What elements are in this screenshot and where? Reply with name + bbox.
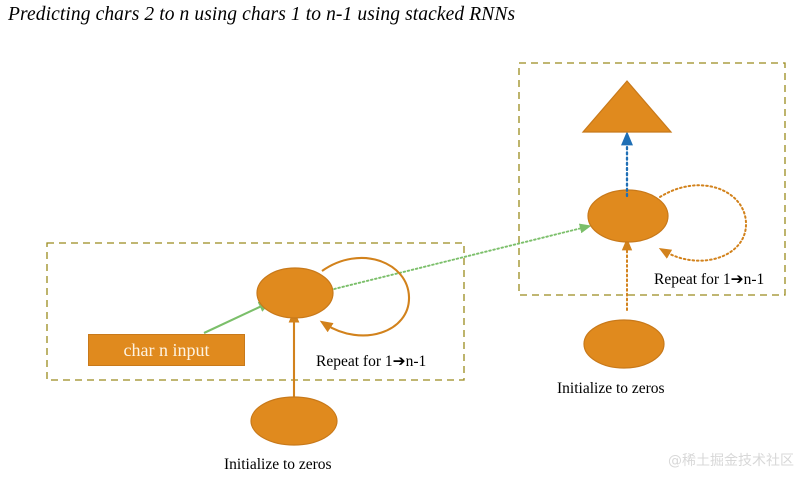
upper-repeat-label: Repeat for 1➔n-1: [654, 271, 765, 288]
watermark: @稀土掘金技术社区: [668, 453, 794, 469]
char-input-box-label: char n input: [123, 339, 210, 360]
upper-group-dashed-box: [518, 62, 786, 296]
lower-init-ellipse: [250, 396, 338, 446]
upper-self-loop-icon: [658, 184, 748, 262]
upper-init-caption: Initialize to zeros: [557, 380, 665, 397]
output-triangle-icon: [581, 80, 673, 133]
upper-init-ellipse: [583, 319, 665, 369]
lower-rnn-cell-ellipse: [256, 267, 334, 319]
char-input-green-arrow: [203, 301, 272, 334]
crosslayer-green-arrow: [321, 223, 592, 293]
lower-repeat-label: Repeat for 1➔n-1: [316, 353, 427, 370]
lower-self-loop-icon: [319, 256, 411, 337]
char-input-box[interactable]: char n input: [88, 334, 245, 366]
lower-init-caption: Initialize to zeros: [224, 456, 332, 473]
upper-rnn-cell-ellipse: [587, 189, 669, 243]
lower-group-dashed-box: [46, 242, 465, 381]
page-title: Predicting chars 2 to n using chars 1 to…: [8, 4, 516, 25]
